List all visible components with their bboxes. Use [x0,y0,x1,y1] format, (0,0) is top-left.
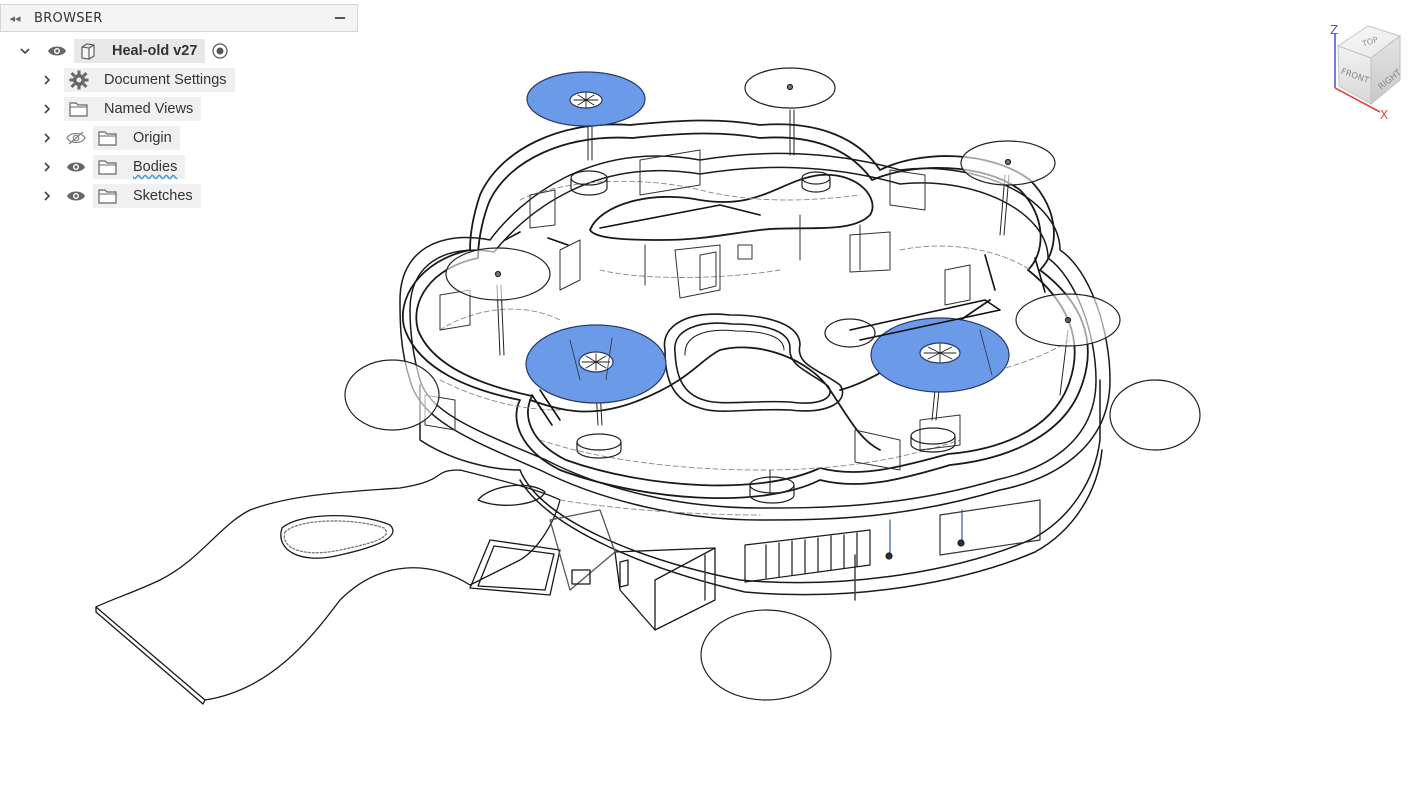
selected-disc-top[interactable] [526,71,646,127]
radio-active-icon [212,43,229,59]
folder-icon [98,189,117,204]
center-atrium [663,313,844,412]
view-cube-right-face[interactable] [1370,34,1401,106]
minimize-panel-button[interactable] [331,9,349,27]
outline-discs [344,67,1201,701]
eye-icon [48,46,66,56]
chevron-right-icon [44,75,51,85]
document-settings-label-box[interactable]: Document Settings [64,68,235,92]
bodies-label: Bodies [133,159,178,175]
visibility-toggle-sketches[interactable] [65,185,87,207]
expand-root-button[interactable] [16,42,34,60]
x-axis-line [1334,87,1381,113]
tree-item-bodies[interactable]: Bodies [38,154,186,180]
upper-level [401,119,1089,500]
chevron-right-icon [44,133,51,143]
tree-root[interactable]: Heal-old v27 [16,38,231,64]
minus-icon [335,17,345,19]
expand-sketches[interactable] [38,187,56,205]
chevron-down-icon [20,48,30,55]
collapse-panel-button[interactable]: ◂◂ [4,7,26,29]
eye-hidden-icon [66,131,86,145]
view-cube[interactable]: Z X TOP FRONT RIGHT [1308,0,1418,130]
eye-icon [67,191,85,201]
origin-label: Origin [133,130,172,146]
selected-disc-right[interactable] [870,317,1010,393]
folder-icon [98,131,117,146]
named-views-label-box[interactable]: Named Views [64,97,202,121]
folder-icon [98,160,117,175]
activate-component-button[interactable] [209,40,231,62]
ground-path [95,469,561,705]
selected-discs[interactable] [525,71,1010,404]
expand-document-settings[interactable] [38,71,56,89]
double-chevron-left-icon: ◂◂ [9,11,21,25]
root-label-box[interactable]: Heal-old v27 [74,39,206,63]
document-settings-label: Document Settings [104,72,227,88]
tree-item-document-settings[interactable]: Document Settings [38,67,235,93]
expand-origin[interactable] [38,129,56,147]
tree-item-sketches[interactable]: Sketches [38,183,201,209]
browser-title: BROWSER [34,10,103,26]
z-axis-label: Z [1330,23,1338,37]
chevron-right-icon [44,162,51,172]
browser-panel-header: ◂◂ BROWSER [0,4,358,32]
visibility-toggle-bodies[interactable] [65,156,87,178]
chevron-right-icon [44,191,51,201]
sketches-label: Sketches [133,188,193,204]
outer-ring [399,152,1111,601]
visibility-toggle-root[interactable] [46,40,68,62]
x-axis-label: X [1380,108,1388,122]
origin-label-box[interactable]: Origin [93,126,180,150]
interior-walls [424,149,971,471]
tree-item-origin[interactable]: Origin [38,125,180,151]
window-bank [744,499,1041,583]
expand-named-views[interactable] [38,100,56,118]
visibility-toggle-origin[interactable] [65,127,87,149]
entry-structure [469,509,716,631]
sketches-label-box[interactable]: Sketches [93,184,201,208]
bodies-label-box[interactable]: Bodies [93,155,186,179]
folder-icon [69,102,88,117]
expand-bodies[interactable] [38,158,56,176]
root-label: Heal-old v27 [112,43,198,59]
selected-disc-left[interactable] [525,324,667,404]
ramps [504,204,1046,426]
chevron-right-icon [44,104,51,114]
component-icon [81,43,95,60]
eye-icon [67,162,85,172]
column-footings [570,170,956,504]
named-views-label: Named Views [104,101,194,117]
tree-item-named-views[interactable]: Named Views [38,96,202,122]
gear-icon [69,70,89,90]
